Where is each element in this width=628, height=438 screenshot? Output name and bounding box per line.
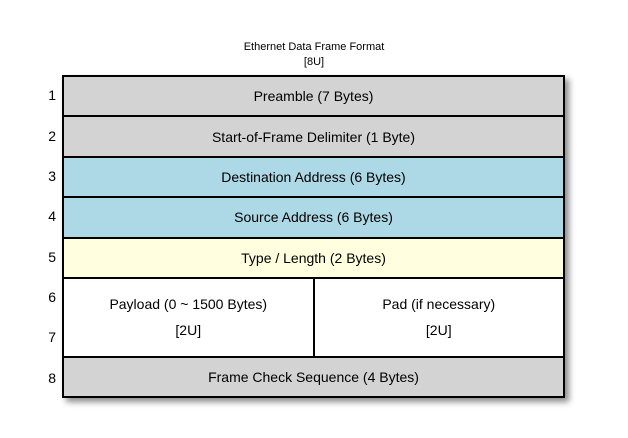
field-type-length: Type / Length (2 Bytes) <box>64 236 563 277</box>
row-number-4: 4 <box>48 208 56 225</box>
field-destination-address: Destination Address (6 Bytes) <box>64 155 563 197</box>
field-preamble: Preamble (7 Bytes) <box>64 77 563 116</box>
ethernet-frame-table: Preamble (7 Bytes) Start-of-Frame Delimi… <box>62 75 565 398</box>
field-sfd-label: Start-of-Frame Delimiter (1 Byte) <box>211 128 416 145</box>
field-source-address: Source Address (6 Bytes) <box>64 196 563 237</box>
field-frame-check-sequence: Frame Check Sequence (4 Bytes) <box>64 355 563 396</box>
row-number-7: 7 <box>48 329 56 346</box>
field-pad: Pad (if necessary) [2U] <box>312 278 564 356</box>
row-number-6: 6 <box>48 289 56 306</box>
payload-pad-row: Payload (0 ~ 1500 Bytes) [2U] Pad (if ne… <box>64 276 564 356</box>
row-number-1: 1 <box>48 87 56 104</box>
field-source-address-label: Source Address (6 Bytes) <box>234 209 393 226</box>
field-type-length-label: Type / Length (2 Bytes) <box>241 249 386 266</box>
row-number-3: 3 <box>48 167 56 184</box>
field-destination-address-label: Destination Address (6 Bytes) <box>221 168 406 185</box>
field-pad-label: Pad (if necessary) <box>382 296 496 313</box>
row-number-5: 5 <box>48 248 56 265</box>
field-fcs-label: Frame Check Sequence (4 Bytes) <box>208 368 419 385</box>
row-number-rail: 1 2 3 4 5 6 7 8 <box>28 75 56 398</box>
field-start-of-frame-delimiter: Start-of-Frame Delimiter (1 Byte) <box>64 115 563 156</box>
row-number-8: 8 <box>48 369 56 386</box>
field-payload: Payload (0 ~ 1500 Bytes) [2U] <box>64 279 313 356</box>
row-number-2: 2 <box>48 127 56 144</box>
field-payload-label: Payload (0 ~ 1500 Bytes) <box>109 296 268 313</box>
field-payload-unit-label: [2U] <box>175 322 202 339</box>
diagram-unit-label: [8U] <box>303 56 325 68</box>
field-preamble-label: Preamble (7 Bytes) <box>253 88 374 105</box>
field-pad-unit-label: [2U] <box>425 322 452 339</box>
diagram-title: Ethernet Data Frame Format <box>243 41 385 53</box>
